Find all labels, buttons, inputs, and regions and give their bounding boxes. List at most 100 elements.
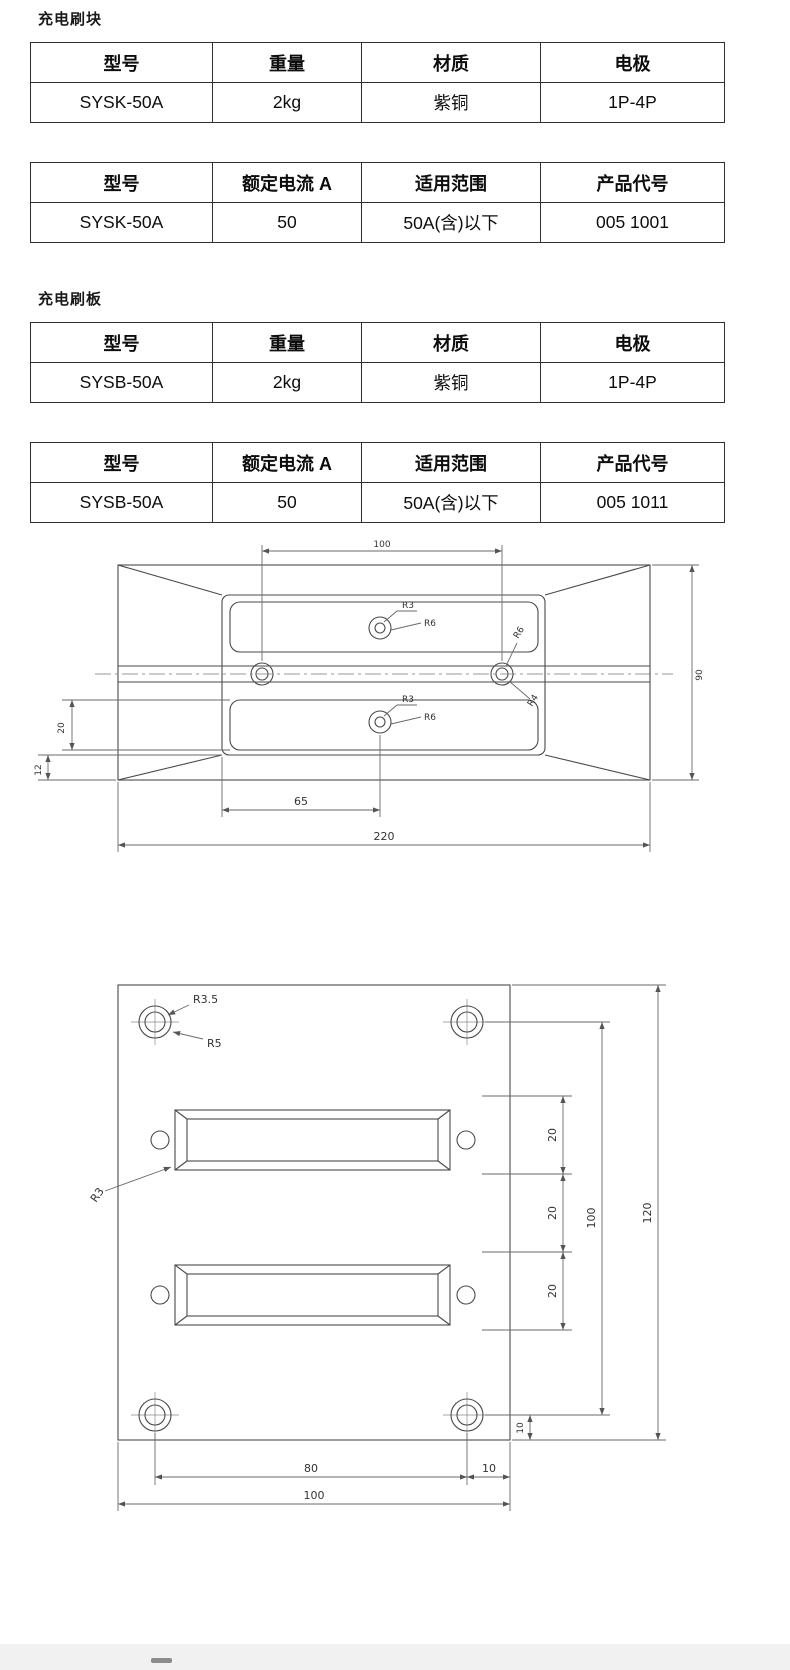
cell-electrode: 1P-4P	[540, 362, 725, 403]
cell-model: SYSK-50A	[30, 82, 213, 123]
cell-electrode: 1P-4P	[540, 82, 725, 123]
spec-table-brush-block: 型号 重量 材质 电极 SYSK-50A 2kg 紫铜 1P-4P	[30, 42, 725, 123]
dim-label-spacing-top: 20	[546, 1128, 559, 1142]
radius-label-bottom-r3: R3	[402, 695, 414, 705]
dim-label-total-height: 120	[641, 1203, 654, 1224]
leader-top-r6	[390, 622, 422, 631]
cell-weight: 2kg	[212, 362, 362, 403]
header-cell-product-code: 产品代号	[540, 442, 725, 483]
header-cell-rated-current: 额定电流 A	[212, 162, 362, 203]
cell-material: 紫铜	[361, 82, 541, 123]
cell-product-code: 005 1011	[540, 482, 725, 523]
page-bottom-strip	[0, 1644, 790, 1670]
header-cell-applicable-range: 适用范围	[361, 162, 541, 203]
radius-label-top-r6: R6	[424, 619, 436, 629]
leader-bottom-r6	[390, 716, 422, 725]
top-right-hole	[450, 1005, 484, 1039]
lower-slot-right-hole	[456, 1285, 476, 1305]
cell-model: SYSB-50A	[30, 482, 213, 523]
header-cell-model: 型号	[30, 42, 213, 83]
header-cell-electrode: 电极	[540, 322, 725, 363]
table-row: SYSB-50A 50 50A(含)以下 005 1011	[30, 482, 725, 523]
bottom-center-hole	[368, 710, 392, 734]
dim-label-spacing-mid: 20	[546, 1206, 559, 1220]
header-cell-material: 材质	[361, 322, 541, 363]
table-row: SYSK-50A 50 50A(含)以下 005 1001	[30, 202, 725, 243]
leader-r5	[172, 1031, 204, 1040]
spec-table-brush-plate: 型号 重量 材质 电极 SYSB-50A 2kg 紫铜 1P-4P	[30, 322, 725, 403]
front-view-technical-drawing: R3.5 R5 R3 20 20 20 100 120 10 80 10 100	[88, 984, 666, 1511]
dimension-lines	[104, 984, 666, 1511]
header-cell-product-code: 产品代号	[540, 162, 725, 203]
dim-label-side-offset: 10	[482, 1462, 496, 1475]
dim-label-height: 90	[695, 669, 705, 681]
lower-slot-left-hole	[150, 1285, 170, 1305]
dim-label-total-width: 100	[304, 1489, 325, 1502]
table-header-row: 型号 额定电流 A 适用范围 产品代号	[30, 442, 725, 483]
table-row: SYSK-50A 2kg 紫铜 1P-4P	[30, 82, 725, 123]
table-header-row: 型号 重量 材质 电极	[30, 42, 725, 83]
radius-label-r5: R5	[207, 1037, 222, 1050]
lower-contact-slot	[174, 1264, 451, 1326]
cell-rated-current: 50	[212, 482, 362, 523]
radius-label-corner-r4: R4	[526, 693, 541, 709]
top-slot	[229, 601, 539, 653]
leader-corner-r4	[508, 680, 531, 700]
upper-slot-right-hole	[456, 1130, 476, 1150]
dim-label-hole-span-horizontal: 80	[304, 1462, 318, 1475]
header-cell-model: 型号	[30, 162, 213, 203]
dim-label-slot-height: 20	[57, 722, 67, 734]
dim-label-hole-offset: 65	[294, 795, 308, 808]
radius-label-side-r6: R6	[512, 625, 527, 641]
dimension-lines	[38, 545, 699, 852]
header-cell-applicable-range: 适用范围	[361, 442, 541, 483]
table-row: SYSB-50A 2kg 紫铜 1P-4P	[30, 362, 725, 403]
side-view-technical-drawing: 100 90 20 12 65 220 R3 R6 R3 R6 R6 R4	[34, 540, 705, 852]
hole-center-marks	[131, 999, 491, 1438]
dim-label-spacing-bottom: 20	[546, 1284, 559, 1298]
header-cell-electrode: 电极	[540, 42, 725, 83]
rating-table-brush-block: 型号 额定电流 A 适用范围 产品代号 SYSK-50A 50 50A(含)以下…	[30, 162, 725, 243]
leader-side-r6	[505, 642, 518, 667]
block-outline	[117, 564, 651, 781]
plate-outline	[117, 984, 511, 1441]
section-title-brush-block: 充电刷块	[38, 11, 103, 28]
rating-table-brush-plate: 型号 额定电流 A 适用范围 产品代号 SYSB-50A 50 50A(含)以下…	[30, 442, 725, 523]
bottom-right-hole	[450, 1398, 484, 1432]
leader-r3	[104, 1166, 172, 1192]
bottom-left-hole	[138, 1398, 172, 1432]
cutoff-content-artifact	[151, 1658, 172, 1663]
radius-label-r3: R3	[88, 1185, 107, 1204]
table-header-row: 型号 重量 材质 电极	[30, 322, 725, 363]
cell-model: SYSK-50A	[30, 202, 213, 243]
header-cell-weight: 重量	[212, 322, 362, 363]
cell-applicable-range: 50A(含)以下	[361, 482, 541, 523]
leader-bottom-r3	[383, 704, 417, 717]
upper-contact-slot	[174, 1109, 451, 1171]
leader-r35	[167, 1004, 190, 1016]
header-cell-model: 型号	[30, 442, 213, 483]
radius-label-r35: R3.5	[193, 993, 218, 1006]
header-cell-rated-current: 额定电流 A	[212, 442, 362, 483]
cell-material: 紫铜	[361, 362, 541, 403]
dim-label-hole-span-vertical: 100	[585, 1208, 598, 1229]
top-left-hole	[138, 1005, 172, 1039]
cell-applicable-range: 50A(含)以下	[361, 202, 541, 243]
leader-top-r3	[383, 610, 417, 623]
radius-label-bottom-r6: R6	[424, 713, 436, 723]
table-header-row: 型号 额定电流 A 适用范围 产品代号	[30, 162, 725, 203]
outer-body	[117, 564, 651, 781]
front-face	[221, 594, 546, 756]
radius-label-top-r3: R3	[402, 601, 414, 611]
top-center-hole	[368, 616, 392, 640]
dim-label-bottom-gap: 12	[34, 764, 44, 775]
section-title-brush-plate: 充电刷板	[38, 291, 103, 308]
dim-label-top-width: 100	[373, 540, 390, 550]
plate-body	[117, 984, 511, 1441]
dim-label-bottom-offset: 10	[516, 1422, 526, 1434]
upper-slot-left-hole	[150, 1130, 170, 1150]
cell-weight: 2kg	[212, 82, 362, 123]
cell-product-code: 005 1001	[540, 202, 725, 243]
header-cell-model: 型号	[30, 322, 213, 363]
